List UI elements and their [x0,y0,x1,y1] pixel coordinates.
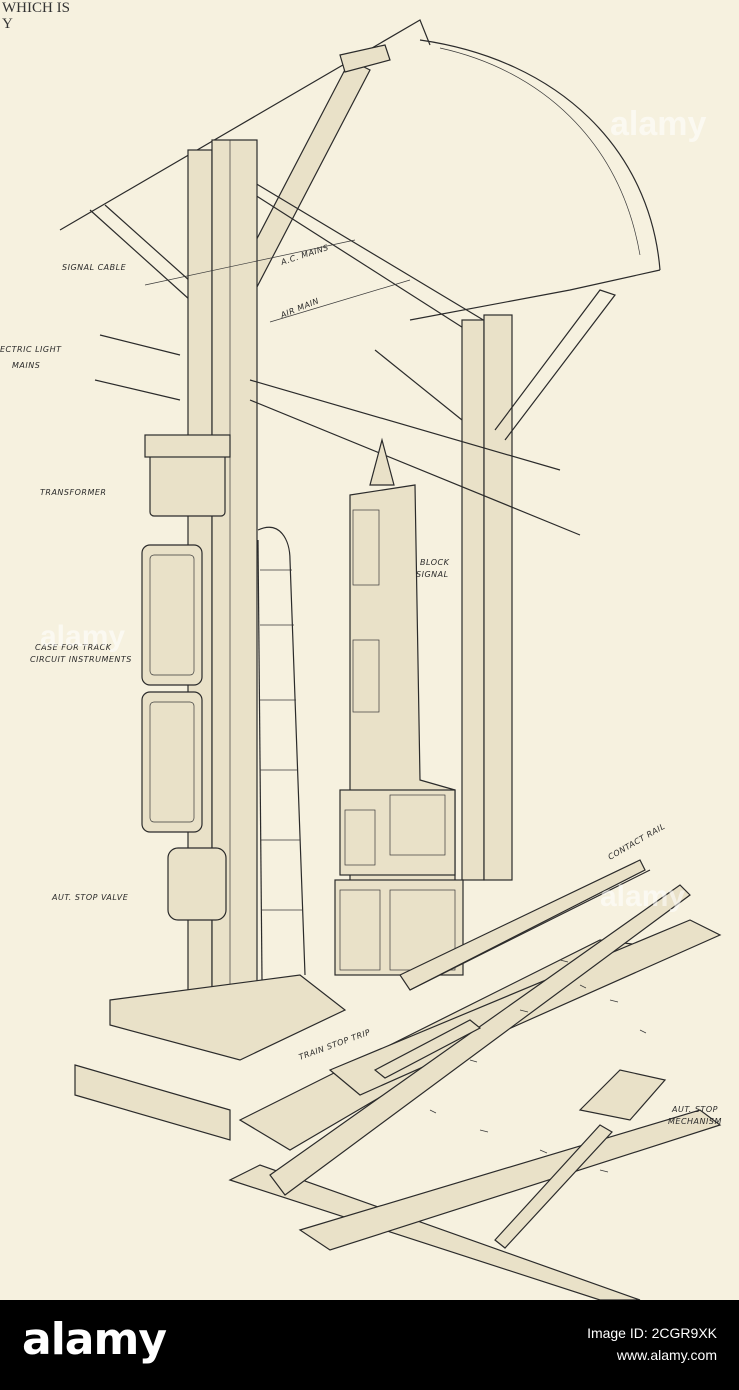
watermark-top-right: alamy [610,105,707,143]
label-ac-mains: A.C. MAINS [279,243,330,267]
label-signal-cable: SIGNAL CABLE [62,263,127,272]
fragment-line-2: Y [2,16,13,32]
label-block-signal-2: SIGNAL [416,570,449,579]
label-transformer: TRANSFORMER [40,488,106,497]
track-circuit-case-lower [141,691,203,833]
footer-bar: alamy Image ID: 2CGR9XK www.alamy.com [0,1300,739,1390]
image-id: Image ID: 2CGR9XK [587,1325,717,1341]
alamy-logo: alamy [22,1314,167,1365]
signal-installation-drawing: SIGNAL CABLE A.C. MAINS AIR MAIN ECTRIC … [0,19,722,1300]
watermark-mid-left: alamy [40,620,126,653]
label-aut-stop-mech-2: MECHANISM [668,1117,722,1126]
running-rail [269,884,691,1196]
contact-rail [399,859,646,991]
label-case-1: CASE FOR TRACK [35,643,112,652]
label-air-main: AIR MAIN [278,296,320,320]
label-aut-stop-valve: AUT. STOP VALVE [51,893,129,902]
aut-stop-valve [167,847,227,921]
track-circuit-case-upper [141,544,203,686]
page-fragment-text: WHICH IS Y [0,0,70,32]
site-url: www.alamy.com [616,1347,717,1363]
label-aut-stop-mech-1: AUT. STOP [671,1105,718,1114]
illustration: SIGNAL CABLE A.C. MAINS AIR MAIN ECTRIC … [0,19,722,1300]
watermark-lower-right: alamy [600,880,686,913]
train-stop-trip [373,1019,482,1079]
label-electric-light-1: ECTRIC LIGHT [0,345,62,354]
aut-stop-mechanism [578,1069,667,1121]
label-contact-rail: CONTACT RAIL [607,822,667,862]
label-block-signal-1: BLOCK [420,558,450,567]
right-column [461,319,485,881]
stock-info: Image ID: 2CGR9XK www.alamy.com [587,1322,717,1366]
fragment-line-1: WHICH IS [2,0,70,16]
label-case-2: CIRCUIT INSTRUMENTS [30,655,132,664]
label-electric-light-2: MAINS [12,361,40,370]
